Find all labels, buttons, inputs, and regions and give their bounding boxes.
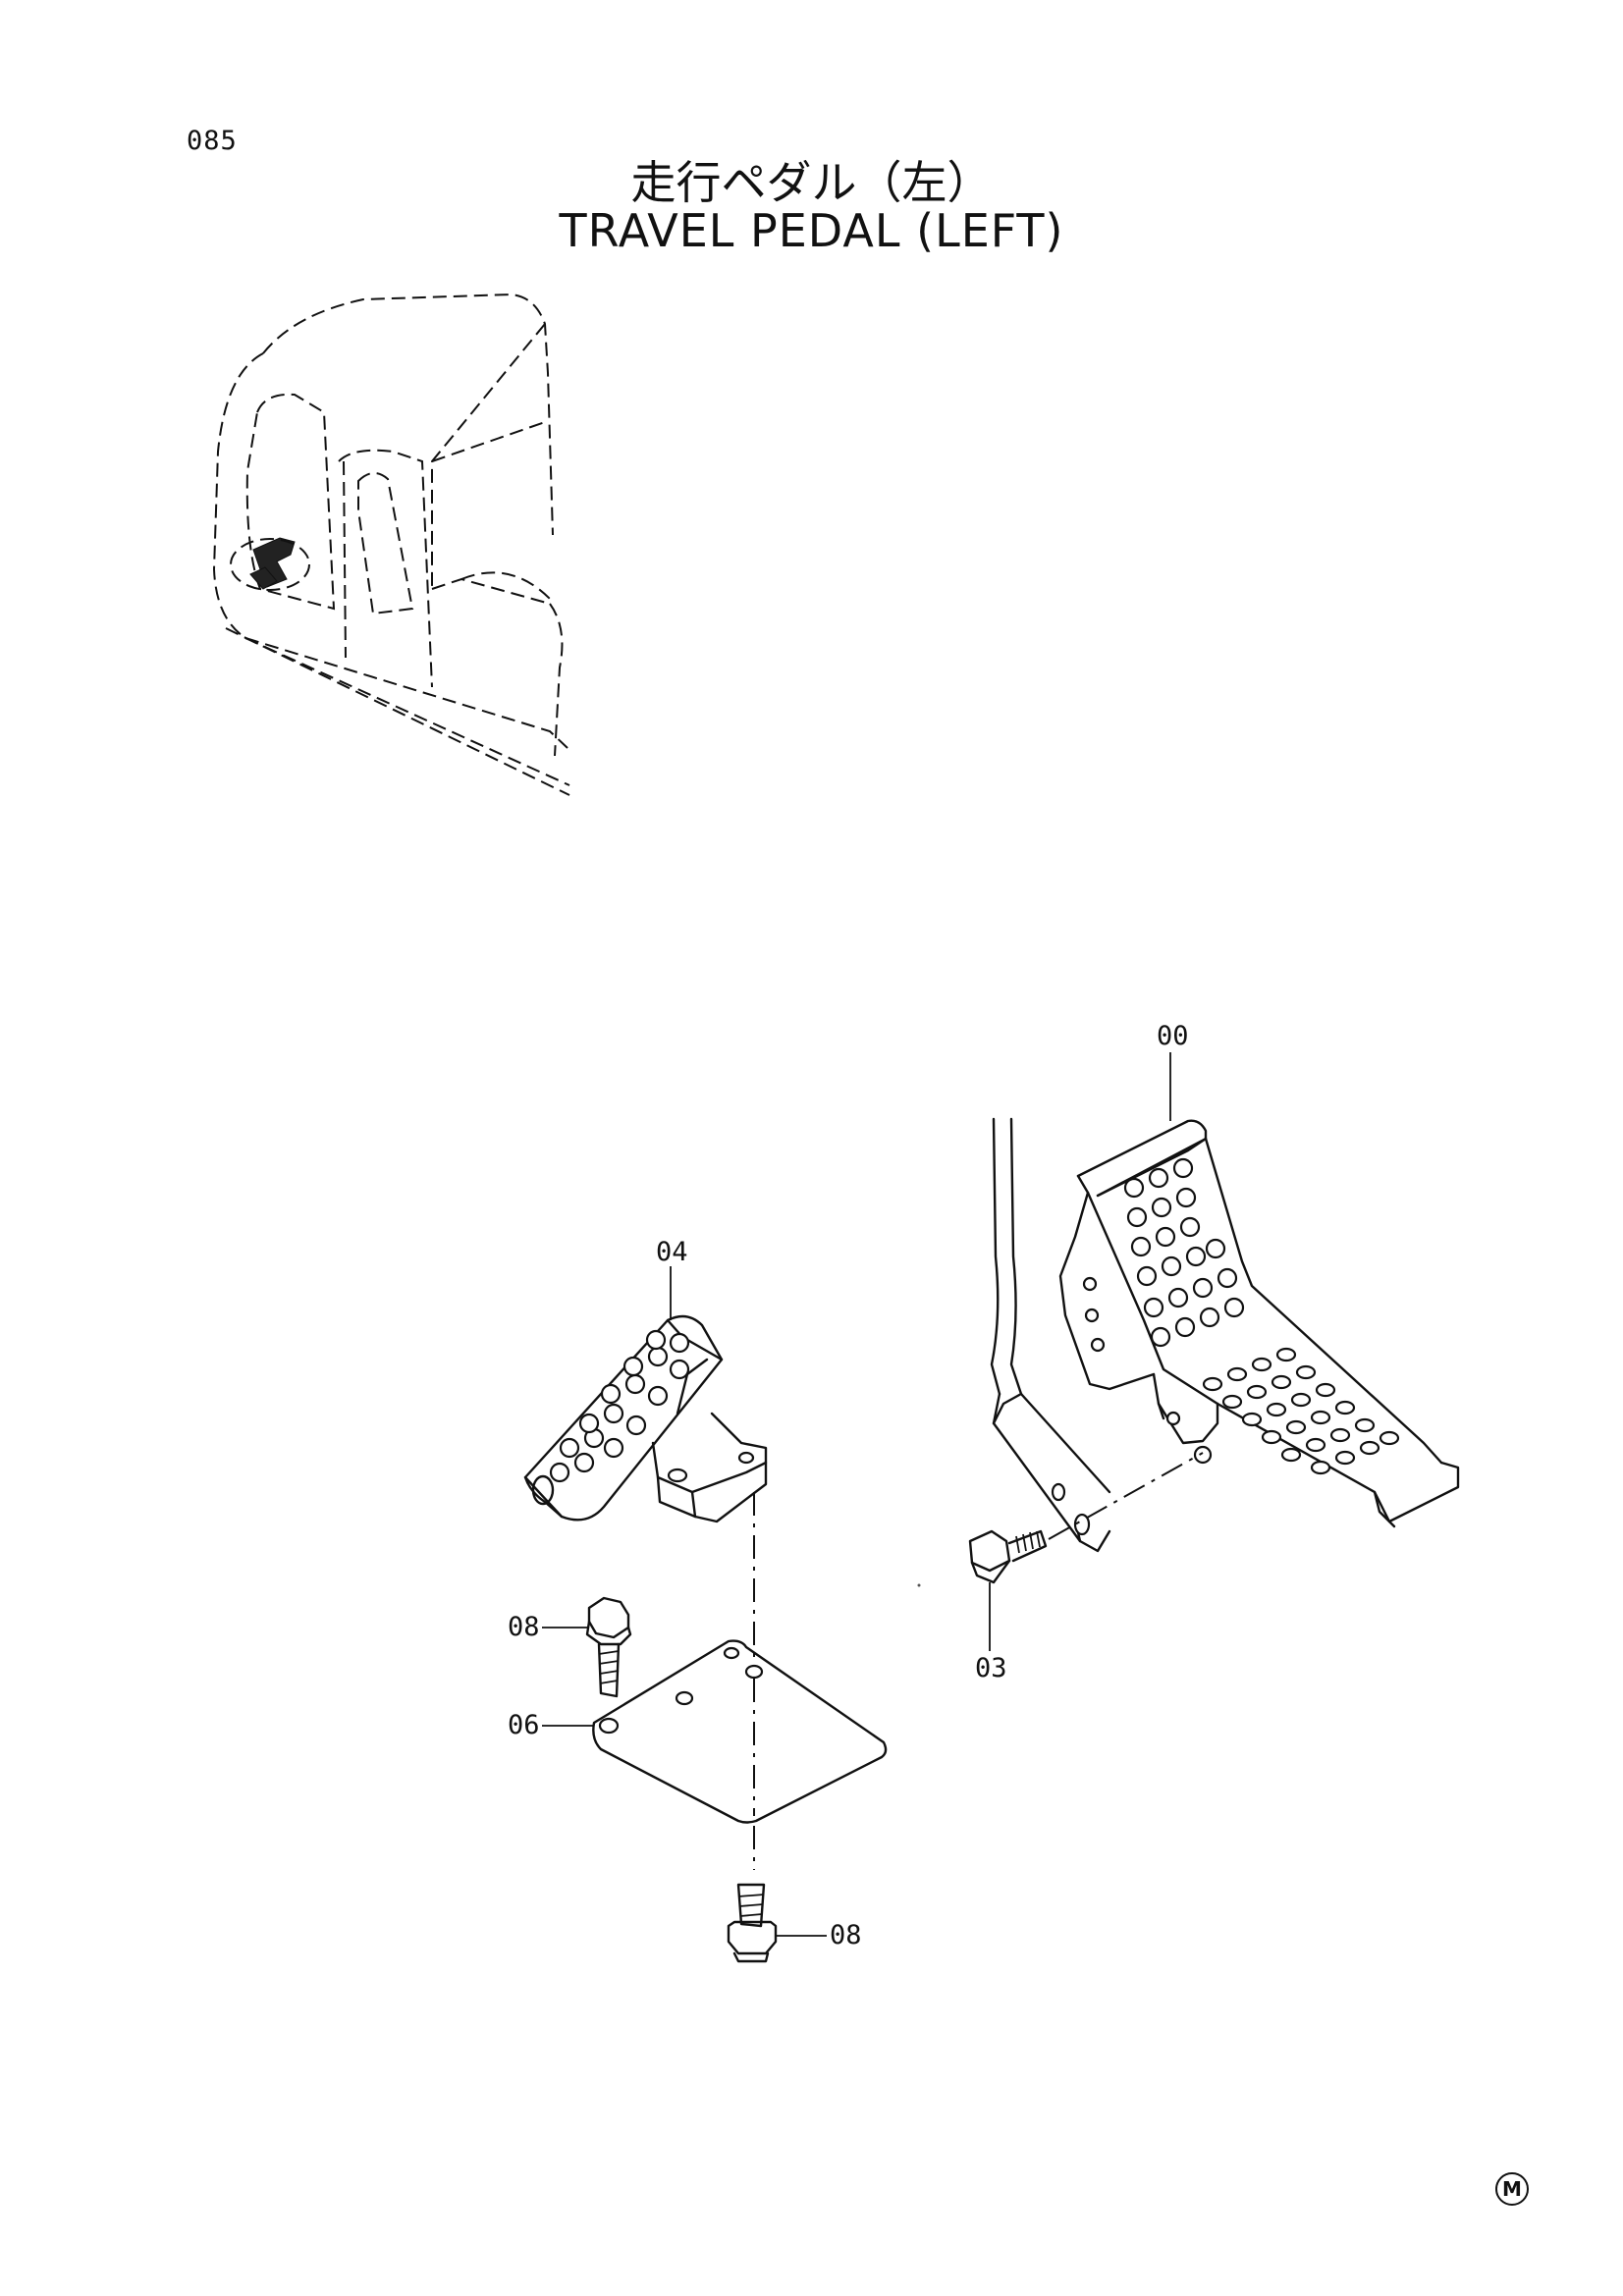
callout-00: 00 [1157, 1021, 1189, 1051]
part-08-bolt-upper [542, 1596, 632, 1698]
part-00-travel-pedal [990, 1052, 1460, 1553]
pedal-location-icon [230, 537, 310, 591]
part-04-pedal [523, 1266, 768, 1523]
callout-06: 06 [508, 1710, 540, 1740]
page-number: 085 [187, 126, 238, 156]
page-title: TRAVEL PEDAL (LEFT) [559, 204, 1064, 257]
callout-04: 04 [656, 1237, 688, 1267]
cab-location-view [212, 293, 570, 796]
part-06-plate [542, 1639, 888, 1824]
part-08-bolt-lower [727, 1883, 827, 1963]
pedal-tread-lower [1202, 1347, 1400, 1475]
callout-03: 03 [975, 1653, 1007, 1683]
callout-08-lower: 08 [830, 1920, 862, 1950]
callout-08-upper: 08 [508, 1612, 540, 1642]
maker-mark: M [1495, 2172, 1529, 2206]
page-title-japanese: 走行ペダル（左） [630, 156, 993, 209]
pedal-tread-upper [1123, 1157, 1245, 1348]
part-03-bolt [968, 1452, 1204, 1651]
